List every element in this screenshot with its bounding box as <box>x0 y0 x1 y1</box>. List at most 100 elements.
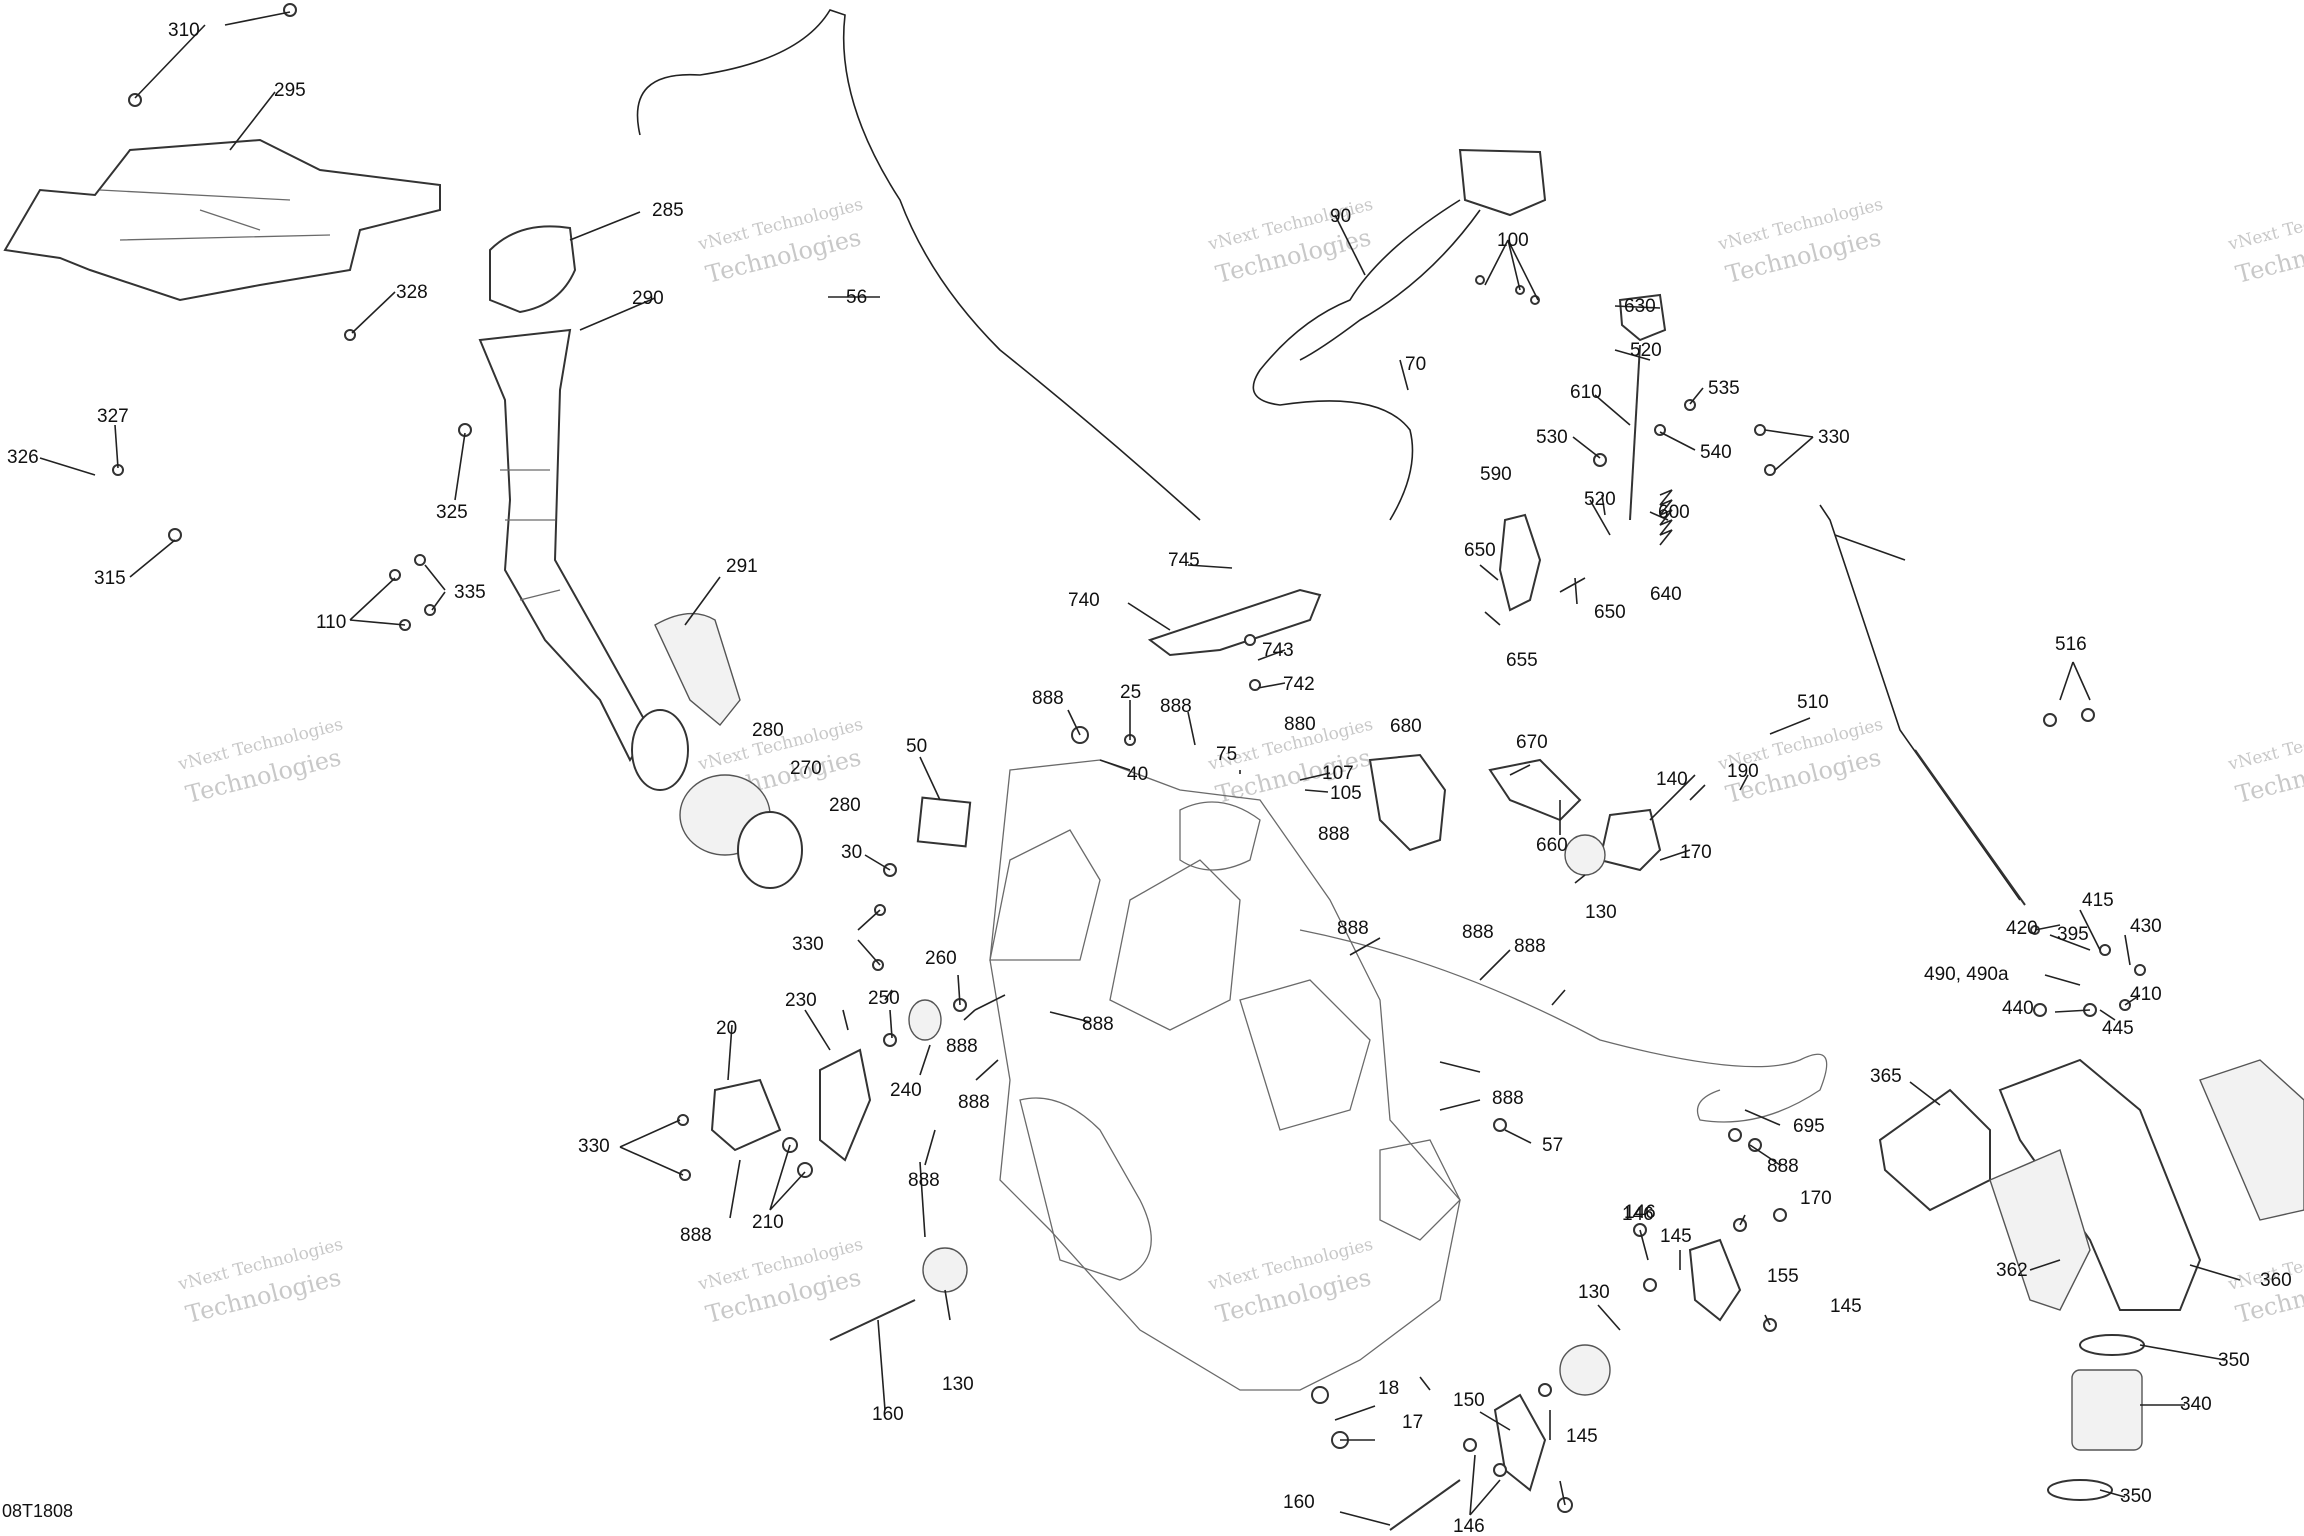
callout-label: 330 <box>578 1136 610 1157</box>
callout-label: 230 <box>785 990 817 1011</box>
callout-label: 190 <box>1727 761 1759 782</box>
part-610-rod <box>1629 344 1641 521</box>
part-350-clamp <box>2079 1334 2145 1356</box>
callout-label: 650 <box>1464 540 1496 561</box>
part-510-dipstick <box>1819 504 2021 901</box>
callout-label: 100 <box>1497 230 1529 251</box>
callout-label: 310 <box>168 20 200 41</box>
callout-label: 20 <box>716 1018 737 1039</box>
callout-label: 210 <box>752 1212 784 1233</box>
callout-label: 360 <box>2260 1270 2292 1291</box>
part-70-cable <box>1252 199 1461 521</box>
callout-label: 888 <box>1514 936 1546 957</box>
callout-label: 530 <box>1536 427 1568 448</box>
part-290-duct <box>478 328 652 762</box>
callout-label: 490, 490a <box>1924 964 2009 985</box>
callout-label: 130 <box>942 1374 974 1395</box>
callout-label: 888 <box>958 1092 990 1113</box>
part-291-hose <box>654 612 741 726</box>
part-160-bolt <box>829 1299 916 1341</box>
callout-label: 240 <box>890 1080 922 1101</box>
callout-label: 520 <box>1630 340 1662 361</box>
callout-label: 880 <box>1284 714 1316 735</box>
part-150-bracket <box>1493 1393 1547 1492</box>
callout-label: 742 <box>1283 674 1315 695</box>
callout-label: 327 <box>97 406 129 427</box>
part-240-bushing <box>908 999 942 1041</box>
callout-label: 25 <box>1120 682 1141 703</box>
callout-label: 540 <box>1700 442 1732 463</box>
part-280-clamp <box>631 709 689 791</box>
callout-label: 362 <box>1996 1260 2028 1281</box>
callout-label: 415 <box>2082 890 2114 911</box>
callout-label: 146 <box>1624 1202 1656 1223</box>
part-harness <box>1299 929 1828 1123</box>
callout-label: 250 <box>868 988 900 1009</box>
callout-label: 145 <box>1830 1296 1862 1317</box>
part-50-plate <box>916 796 972 848</box>
callout-label: 660 <box>1536 835 1568 856</box>
callout-label: 590 <box>1480 464 1512 485</box>
callout-label: 888 <box>1160 696 1192 717</box>
callout-label: 315 <box>94 568 126 589</box>
callout-label: 670 <box>1516 732 1548 753</box>
callout-label: 365 <box>1870 1066 1902 1087</box>
callout-label: 146 <box>1453 1516 1485 1536</box>
callout-label: 640 <box>1650 584 1682 605</box>
callout-label: 70 <box>1405 354 1426 375</box>
part-295-plate <box>3 138 441 302</box>
callout-label: 326 <box>7 447 39 468</box>
callout-label: 888 <box>1082 1014 1114 1035</box>
callout-label: 335 <box>454 582 486 603</box>
callout-label: 260 <box>925 948 957 969</box>
part-340-filter <box>2071 1369 2143 1451</box>
callout-label: 535 <box>1708 378 1740 399</box>
callout-label: 630 <box>1624 296 1656 317</box>
callout-label: 743 <box>1262 640 1294 661</box>
callout-label: 650 <box>1594 602 1626 623</box>
callout-label: 888 <box>1318 824 1350 845</box>
callout-label: 350 <box>2218 1350 2250 1371</box>
callout-label: 600 <box>1658 502 1690 523</box>
callout-label: 888 <box>1032 688 1064 709</box>
callout-label: 330 <box>1818 427 1850 448</box>
callout-label: 170 <box>1680 842 1712 863</box>
part-280-clamp <box>737 811 803 889</box>
callout-label: 430 <box>2130 916 2162 937</box>
callout-label: 888 <box>680 1225 712 1246</box>
part-90-throttle-housing <box>1458 148 1547 217</box>
callout-label: 325 <box>436 502 468 523</box>
callout-label: 160 <box>1283 1492 1315 1513</box>
part-155-bracket <box>1688 1238 1742 1322</box>
callout-label: 146 <box>1622 1204 1654 1225</box>
callout-label: 888 <box>1492 1088 1524 1109</box>
callout-label: 50 <box>906 736 927 757</box>
part-590-lever <box>1498 513 1542 612</box>
part-130-damper <box>1564 834 1606 876</box>
callout-label: 170 <box>1800 1188 1832 1209</box>
part-600-spring <box>1659 489 1673 546</box>
callout-label: 56 <box>846 287 867 308</box>
callout-label: 888 <box>1462 922 1494 943</box>
callout-label: 105 <box>1330 783 1362 804</box>
part-365-boot <box>1878 1088 1991 1212</box>
callout-label: 745 <box>1168 550 1200 571</box>
part-engine-block <box>989 759 1461 1391</box>
drawing-code: 08T1808 <box>2 1501 73 1521</box>
part-drawings <box>3 3 2304 1531</box>
callout-label: 150 <box>1453 1390 1485 1411</box>
callout-label: 655 <box>1506 650 1538 671</box>
callout-label: 695 <box>1793 1116 1825 1137</box>
callout-label: 110 <box>316 612 346 633</box>
callout-label: 888 <box>1767 1156 1799 1177</box>
callout-label: 410 <box>2130 984 2162 1005</box>
callout-label: 330 <box>792 934 824 955</box>
callout-label: 130 <box>1578 1282 1610 1303</box>
callout-label: 888 <box>946 1036 978 1057</box>
callout-label: 295 <box>274 80 306 101</box>
callout-label: 445 <box>2102 1018 2134 1039</box>
callout-label: 510 <box>1797 692 1829 713</box>
part-130-damper <box>1559 1344 1611 1396</box>
part-20-module <box>710 1078 782 1152</box>
callout-label: 280 <box>829 795 861 816</box>
